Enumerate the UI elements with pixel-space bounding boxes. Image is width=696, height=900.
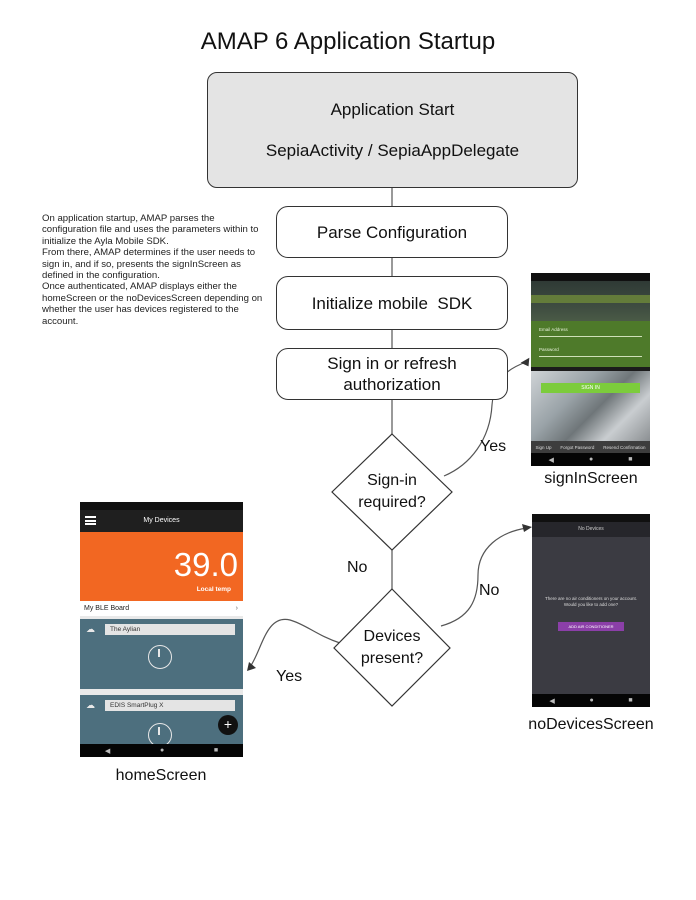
signin-screen-mockup: Email Address Password SIGN IN Sign Up F…: [531, 273, 650, 466]
nav-bar: ◀ ● ■: [531, 453, 650, 466]
node-signin-line2: authorization: [343, 375, 441, 394]
decision-devices-present-label: Devices present?: [342, 626, 442, 670]
signin-button: SIGN IN: [541, 383, 640, 393]
description-text: On application startup, AMAP parses the …: [42, 213, 264, 327]
forgot-password-link: Forgot Password: [560, 444, 595, 450]
node-start-line2: SepiaActivity / SepiaAppDelegate: [265, 141, 520, 160]
edge-no-to-nodevices-screen: [440, 527, 528, 627]
home-header: My Devices: [80, 510, 243, 532]
temperature-label: Local temp: [196, 586, 231, 593]
edge-label-yes-signin: Yes: [480, 438, 507, 455]
edge-label-yes-devices: Yes: [276, 668, 303, 685]
node-init-label: Initialize mobile SDK: [311, 293, 473, 313]
recents-icon: ■: [213, 747, 219, 754]
node-start-line1: Application Start: [330, 100, 455, 119]
email-field: Email Address: [539, 327, 642, 337]
signin-screen-caption: signInScreen: [544, 470, 638, 487]
device-name-1: The Aylian: [105, 624, 235, 635]
signin-footer: Sign Up Forgot Password Resend Confirmat…: [531, 441, 650, 453]
signin-form: Email Address Password: [531, 321, 650, 367]
kitchen-background-image: [531, 371, 650, 441]
cloud-icon: ☁: [86, 700, 95, 710]
add-air-conditioner-button: ADD AIR CONDITIONER: [558, 622, 624, 631]
back-icon: ◀: [549, 697, 555, 705]
arrowhead-signin: [520, 357, 530, 367]
decision-devices-present-diamond: [333, 588, 451, 707]
home-screen-mockup: My Devices 39.0 Local temp My BLE Board …: [80, 502, 243, 757]
home-icon: ●: [159, 747, 165, 754]
edge-label-no-devices: No: [479, 582, 500, 599]
decision-signin-line1: Sign-in: [367, 472, 417, 489]
power-icon: [148, 645, 172, 669]
chevron-right-icon: ›: [235, 605, 238, 612]
home-screen-caption: homeScreen: [115, 767, 207, 784]
back-icon: ◀: [104, 747, 111, 755]
edge-label-no-signin: No: [347, 559, 368, 576]
add-device-fab: +: [218, 715, 238, 735]
edge-yes-to-home-screen: [249, 618, 341, 668]
node-sign-in-refresh: Sign in or refresh authorization: [276, 348, 508, 400]
decision-devices-line2: present?: [360, 650, 424, 667]
description-paragraph-2: From there, AMAP determines if the user …: [42, 247, 256, 282]
page-title: AMAP 6 Application Startup: [200, 28, 496, 55]
status-bar: [80, 502, 243, 510]
node-application-start: Application Start SepiaActivity / SepiaA…: [207, 72, 578, 188]
node-initialize-sdk: Initialize mobile SDK: [276, 276, 508, 330]
node-signin-line1: Sign in or refresh: [327, 354, 457, 373]
arrowhead-nodevices: [522, 524, 532, 532]
nodevices-message: There are no air conditioners on your ac…: [544, 596, 638, 607]
nodevices-screen-caption: noDevicesScreen: [528, 716, 654, 733]
nav-bar: ◀ ● ■: [532, 694, 650, 707]
description-paragraph-1: On application startup, AMAP parses the …: [42, 213, 259, 247]
decision-signin-required-label: Sign-in required?: [342, 470, 442, 514]
recents-icon: ■: [628, 697, 633, 704]
decision-devices-line1: Devices: [363, 628, 421, 645]
ble-board-row: My BLE Board ›: [80, 601, 243, 616]
node-parse-label: Parse Configuration: [316, 222, 468, 242]
local-temp-panel: 39.0 Local temp: [80, 532, 243, 601]
decision-signin-required-diamond: [331, 433, 453, 551]
back-icon: ◀: [548, 456, 554, 464]
resend-confirmation-link: Resend Confirmation: [603, 444, 646, 450]
ble-board-label: My BLE Board: [84, 605, 130, 612]
cloud-icon: ☁: [86, 624, 95, 634]
decision-signin-line2: required?: [358, 494, 426, 511]
nav-bar: ◀ ● ■: [80, 744, 243, 757]
device-name-2: EDIS SmartPlug X: [105, 700, 235, 711]
edge-yes-to-signin-screen: [443, 361, 527, 477]
signup-link: Sign Up: [535, 444, 552, 450]
device-card-2: ☁ EDIS SmartPlug X: [80, 695, 243, 747]
status-bar: [531, 273, 650, 281]
signin-hero-image: [531, 281, 650, 321]
home-icon: ●: [588, 456, 594, 463]
recents-icon: ■: [628, 456, 633, 463]
device-card-1: ☁ The Aylian: [80, 619, 243, 689]
nodevices-header: No Devices: [532, 522, 650, 537]
temperature-value: 39.0: [173, 546, 238, 583]
home-icon: ●: [589, 697, 594, 704]
password-field: Password: [539, 347, 642, 357]
arrowhead-home: [247, 662, 256, 671]
hamburger-menu-icon: [85, 516, 96, 525]
description-paragraph-3: Once authenticated, AMAP displays either…: [42, 281, 263, 327]
node-parse-configuration: Parse Configuration: [276, 206, 508, 258]
status-bar: [532, 514, 650, 522]
nodevices-screen-mockup: No Devices There are no air conditioners…: [532, 514, 650, 707]
